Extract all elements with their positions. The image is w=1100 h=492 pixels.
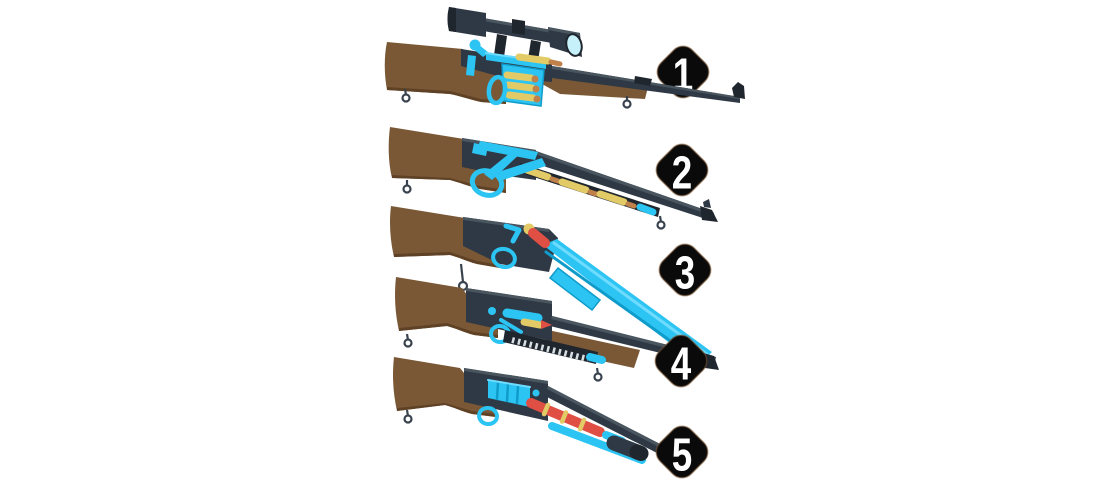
badge-shape (658, 243, 712, 297)
rifle-2-lever-action-illustration (388, 127, 718, 230)
receiver-top-edge (466, 288, 552, 304)
bolt (502, 308, 543, 323)
scope-eyepiece (447, 7, 486, 37)
magazine-cap-end (629, 444, 649, 461)
hammer (488, 307, 496, 315)
lever-loop (469, 168, 505, 198)
bolt-rib (495, 381, 500, 401)
muzzle (700, 206, 718, 222)
rifle-stock (390, 206, 500, 268)
rifle-1-bolt-action-illustration (384, 7, 745, 109)
chambered-cartridge (515, 53, 552, 65)
bolt-top-edge (487, 379, 531, 388)
bolt-rib (505, 382, 510, 403)
badge-shape (655, 143, 709, 197)
stock-shadow (394, 252, 500, 268)
rifle-stock (384, 42, 506, 104)
scope-eyepiece-cap (447, 7, 456, 32)
trigger-guard (477, 405, 499, 427)
chambered-cartridge-tip (548, 59, 563, 67)
rear-sling-swivel-ring (402, 184, 412, 194)
rifle-3-break-action-illustration (390, 206, 712, 365)
step-badge-2: 2 (655, 143, 709, 199)
barrel-top-edge (535, 151, 714, 216)
chambered-shell (520, 318, 544, 329)
cartridge (596, 190, 628, 206)
shell-tip (541, 320, 552, 329)
scope-mount (494, 34, 507, 57)
cartridge-tip (587, 189, 599, 197)
magazine-tube-cutaway (503, 330, 598, 364)
cartridge-tip (533, 95, 541, 103)
bolt-handle (472, 44, 489, 57)
rear-sight (634, 76, 652, 86)
cartridge (504, 81, 536, 92)
bolt-stem (466, 55, 476, 76)
hammer (503, 223, 522, 244)
cartridge (503, 71, 535, 82)
front-sight (732, 82, 745, 99)
stock-shadow (387, 87, 506, 104)
scope-lens (565, 33, 583, 57)
bolt-rib (515, 384, 520, 405)
cartridge-tip (532, 85, 540, 93)
trigger-guard (486, 74, 508, 106)
cartridge-tip (549, 176, 561, 184)
receiver-top-edge (464, 368, 548, 384)
action-bar (499, 318, 523, 334)
rifle-5-semi-automatic-illustration (393, 357, 660, 464)
badge-number: 2 (672, 147, 692, 199)
magazine-spring (511, 337, 589, 362)
front-sight (703, 199, 711, 208)
pump-forend (542, 330, 640, 368)
broken-barrel (543, 239, 712, 365)
cartridge (505, 91, 537, 102)
stock-shadow (399, 323, 498, 338)
step-badge-4: 4 (654, 334, 708, 390)
front-sling-swivel-ring (593, 372, 603, 382)
cartridge-tip (625, 201, 637, 209)
rear-sling-swivel-ring (403, 414, 413, 424)
trigger-guard (491, 246, 517, 270)
front-sling-swivel-ring (656, 220, 666, 230)
shell-base-band (541, 402, 551, 417)
step-badge-3: 3 (658, 243, 712, 299)
magazine-follower (586, 353, 606, 364)
barrel-top-edge (547, 386, 660, 447)
shell-base-band (559, 410, 569, 424)
bolt-bar (477, 141, 538, 160)
magazine-follower (636, 203, 657, 216)
rear-sling-swivel-ring (401, 93, 411, 103)
badge-shape (654, 334, 708, 388)
scope-turret (512, 19, 525, 35)
stock-shadow (397, 403, 496, 417)
badge-number: 4 (671, 338, 691, 390)
forend-piece (548, 266, 602, 312)
step-badges: 1 2 3 4 5 (654, 45, 712, 481)
shell-body (528, 228, 550, 248)
shell-base-band (577, 417, 587, 432)
lever-arm (498, 158, 546, 180)
front-sling-swivel-ring (622, 99, 632, 109)
step-badge-5: 5 (655, 425, 709, 481)
badge-shape (655, 425, 709, 479)
badge-number: 3 (675, 247, 695, 299)
sling-swivel (459, 263, 465, 283)
scope-tube (466, 15, 552, 43)
rear-sling-swivel-ring (403, 338, 413, 348)
scope-tube-highlight (466, 15, 552, 33)
charging-handle (532, 389, 540, 397)
stock-shadow (392, 175, 506, 193)
cartridge (558, 178, 590, 194)
cartridge-tip (531, 75, 539, 83)
badge-number: 5 (672, 429, 692, 481)
